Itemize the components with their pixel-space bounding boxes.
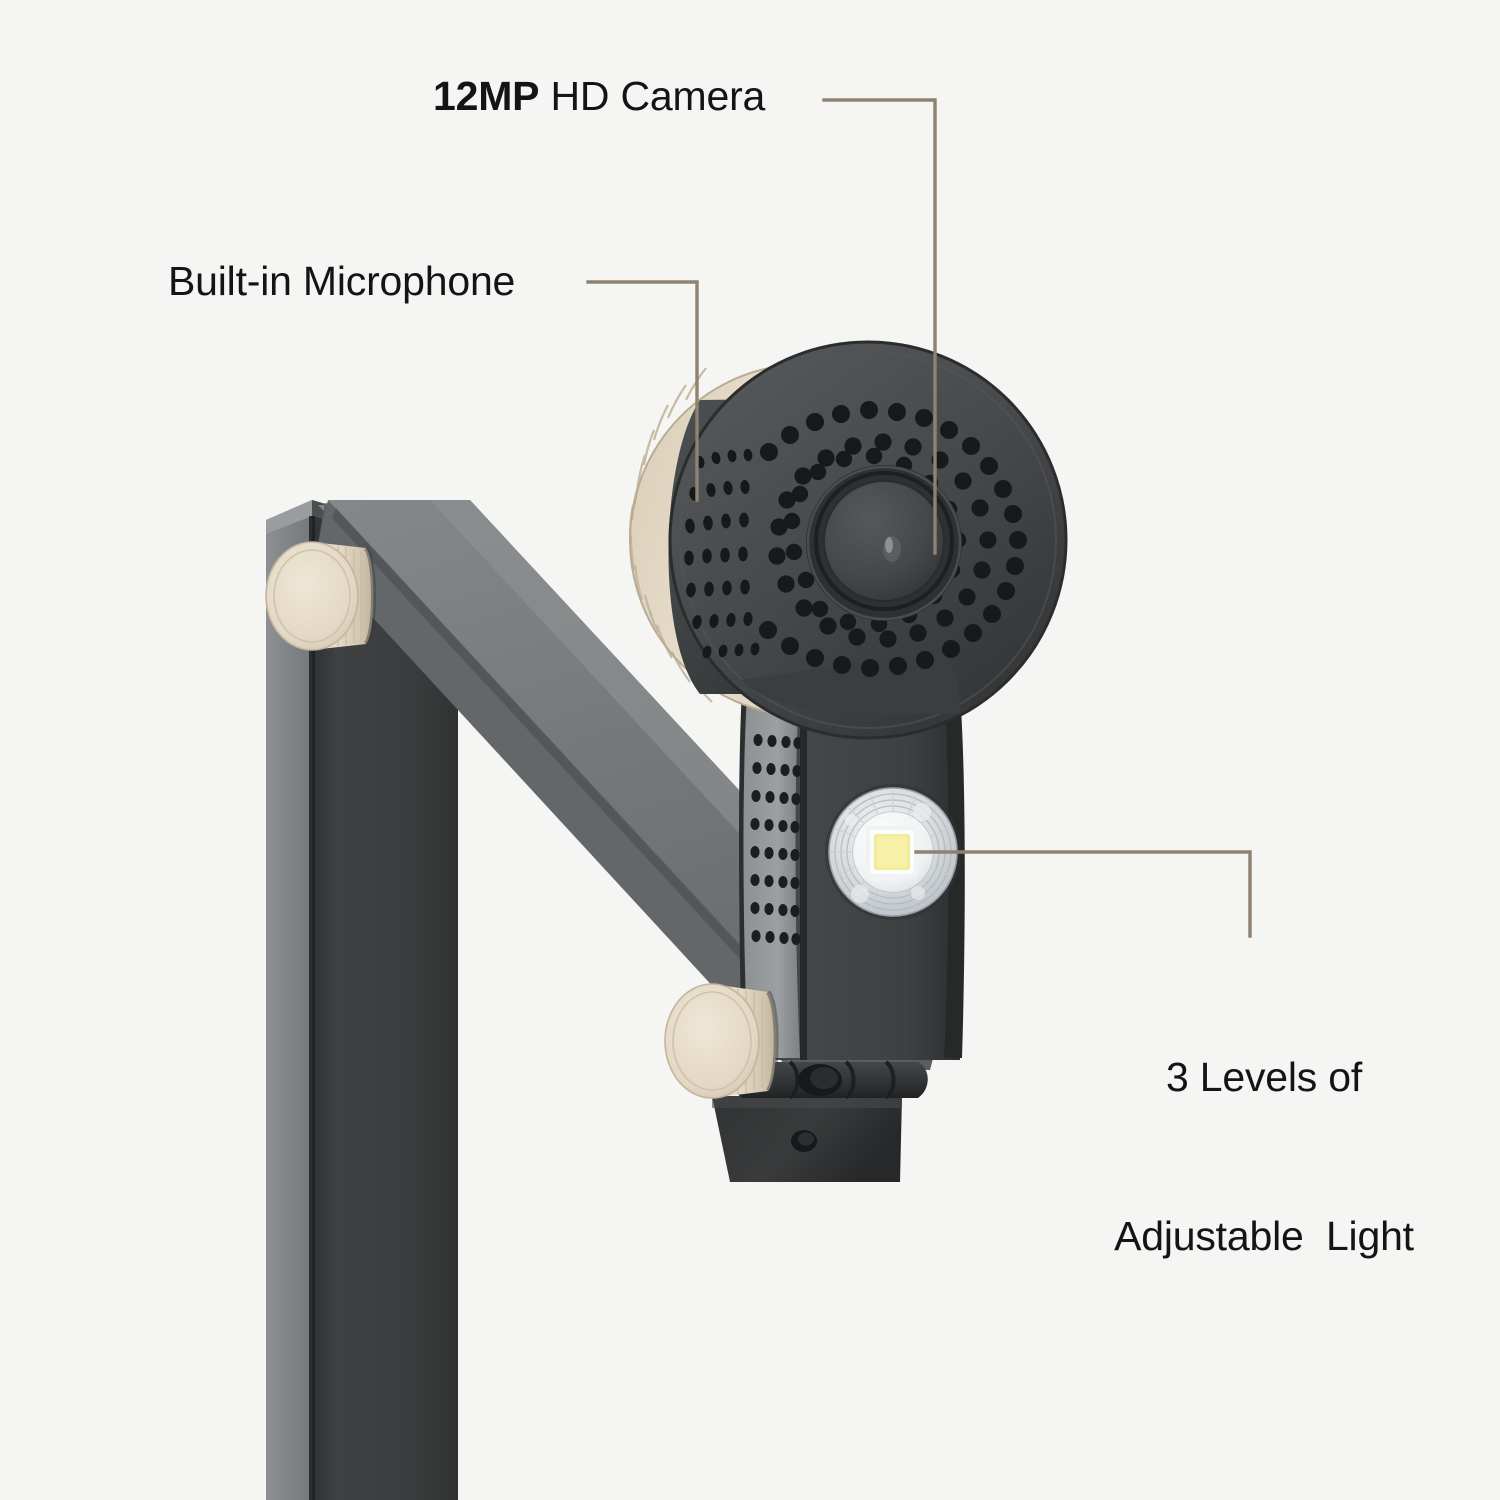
neck-grille — [750, 734, 800, 945]
base-bracket — [712, 1096, 902, 1182]
leader-line-light — [914, 850, 1252, 938]
lower-knob — [664, 983, 779, 1099]
hinge-barrel — [732, 1060, 928, 1100]
upper-knob — [265, 541, 376, 651]
callout-light-line2: Adjustable Light — [1114, 1213, 1414, 1259]
callout-camera-bold: 12MP — [433, 73, 540, 119]
camera-lens — [806, 465, 962, 621]
leader-line-camera — [822, 98, 937, 555]
callout-camera-rest: HD Camera — [539, 73, 766, 119]
callout-light-line1: 3 Levels of — [1165, 1054, 1363, 1100]
led-light — [825, 784, 961, 920]
side-microphone-grille — [684, 448, 760, 659]
callout-microphone-label: Built-in Microphone — [168, 258, 516, 304]
leader-lines — [586, 98, 1252, 938]
callout-light-label: 3 Levels of Adjustable Light — [1084, 945, 1444, 1369]
leader-line-microphone — [586, 280, 699, 502]
callout-camera-label: 12MP HD Camera — [433, 72, 765, 120]
